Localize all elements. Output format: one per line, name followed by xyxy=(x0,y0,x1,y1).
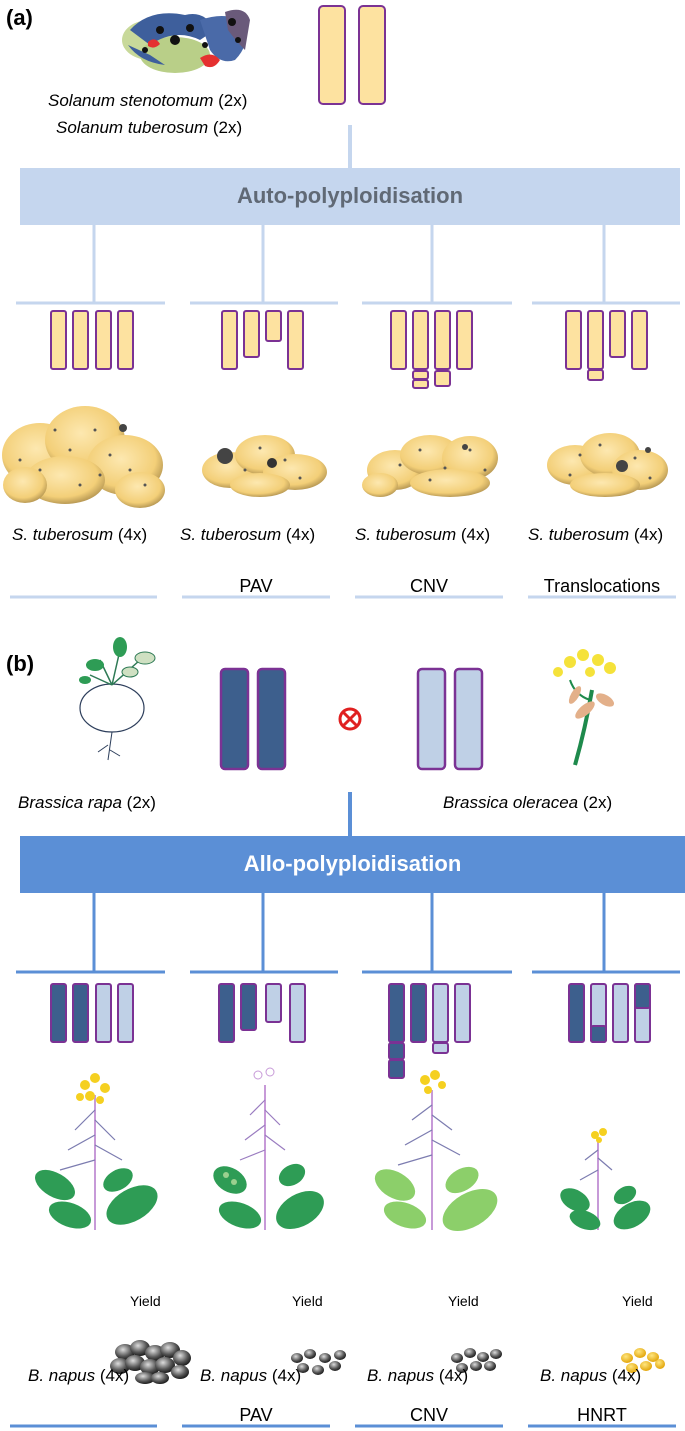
ploidy: (2x) xyxy=(126,793,156,812)
species-name: Brassica oleracea xyxy=(443,793,579,812)
variation-label: CNV xyxy=(409,576,448,596)
species-name: Brassica rapa xyxy=(18,793,122,812)
offspring-label: B. napus (4x) xyxy=(200,1366,301,1386)
variation-label: CNV xyxy=(409,1405,448,1425)
yield-label: Yield xyxy=(622,1293,653,1309)
oleracea-chromosome-pair xyxy=(416,667,484,771)
tetraploid-chromosomes-translocation xyxy=(565,310,648,381)
yield-label: Yield xyxy=(130,1293,161,1309)
ploidy: (4x) xyxy=(117,525,148,544)
offspring-label: B. napus (4x) xyxy=(367,1366,468,1386)
yield-label: Yield xyxy=(448,1293,479,1309)
offspring-label: B. napus (4x) xyxy=(540,1366,641,1386)
ploidy: (4x) xyxy=(460,525,491,544)
offspring-label: B. napus (4x) xyxy=(28,1366,129,1386)
napus-plant-hnrt xyxy=(560,1128,651,1231)
species-name: S. tuberosum xyxy=(355,525,457,544)
tuber-cluster-translocation xyxy=(547,433,668,497)
allo-chromosomes-normal xyxy=(50,983,134,1043)
allo-branch-lines xyxy=(16,893,680,974)
allo-polyploidisation-band xyxy=(20,836,685,893)
ploidy: (4x) xyxy=(611,1366,642,1385)
tuber-cluster-pav xyxy=(202,435,327,497)
parent-species-rapa: Brassica rapa (2x) xyxy=(18,793,156,813)
species-name: S. tuberosum xyxy=(12,525,114,544)
ploidy: (2x) xyxy=(212,118,243,137)
offspring-label: S. tuberosum (4x) xyxy=(180,525,315,545)
allo-chromosomes-pav xyxy=(218,983,306,1043)
tuber-cluster-large xyxy=(2,406,165,508)
allo-chromosomes-hnrt xyxy=(568,983,651,1043)
seed-pile-large xyxy=(110,1340,191,1384)
panel-b-label: (b) xyxy=(6,651,35,676)
parent-species-oleracea: Brassica oleracea (2x) xyxy=(443,793,612,813)
napus-plant-pav xyxy=(213,1067,324,1230)
ploidy: (4x) xyxy=(633,525,664,544)
offspring-label: S. tuberosum (4x) xyxy=(355,525,490,545)
ploidy: (4x) xyxy=(271,1366,302,1385)
species-name: Solanum stenotomum xyxy=(48,91,214,110)
seed-pile-hnrt xyxy=(621,1348,665,1373)
diploid-potato-illustration xyxy=(122,9,250,73)
species-name: B. napus xyxy=(200,1366,268,1385)
napus-plant-normal xyxy=(35,1073,158,1230)
variation-label: PAV xyxy=(239,576,273,596)
napus-plant-cnv xyxy=(374,1070,498,1232)
offspring-label: S. tuberosum (4x) xyxy=(12,525,147,545)
species-name: B. napus xyxy=(28,1366,96,1385)
ploidy: (4x) xyxy=(99,1366,130,1385)
auto-polyploidisation-band xyxy=(20,168,680,225)
diploid-chromosome-pair xyxy=(318,5,386,105)
ploidy: (2x) xyxy=(582,793,613,812)
ploidy: (4x) xyxy=(438,1366,469,1385)
offspring-label: S. tuberosum (4x) xyxy=(528,525,663,545)
seed-pile-cnv xyxy=(451,1348,502,1373)
species-name: Solanum tuberosum xyxy=(56,118,209,137)
species-name: B. napus xyxy=(367,1366,435,1385)
cross-symbol xyxy=(338,707,362,731)
allo-chromosomes-cnv xyxy=(388,983,471,1079)
turnip-illustration xyxy=(79,637,156,761)
auto-branch-lines xyxy=(16,225,680,305)
yield-label: Yield xyxy=(292,1293,323,1309)
species-name: B. napus xyxy=(540,1366,608,1385)
variation-label: Translocations xyxy=(543,576,661,596)
panel-a-label: (a) xyxy=(6,5,33,30)
species-name: S. tuberosum xyxy=(528,525,630,544)
tetraploid-chromosomes-cnv xyxy=(390,310,473,389)
brassica-oleracea-illustration xyxy=(553,649,616,766)
tetraploid-chromosomes-pav xyxy=(221,310,304,370)
variation-label: HNRT xyxy=(577,1405,627,1425)
tuber-cluster-cnv xyxy=(362,435,498,497)
rapa-chromosome-pair xyxy=(219,667,287,771)
seed-pile-pav xyxy=(291,1349,346,1375)
ploidy: (4x) xyxy=(285,525,316,544)
parent-species-1: Solanum stenotomum (2x) xyxy=(48,91,247,111)
ploidy: (2x) xyxy=(218,91,248,110)
chromosome xyxy=(358,5,386,105)
allo-polyploidisation-title: Allo-polyploidisation xyxy=(243,851,462,876)
auto-polyploidisation-title: Auto-polyploidisation xyxy=(236,183,464,208)
chromosome xyxy=(318,5,346,105)
variation-label: PAV xyxy=(239,1405,273,1425)
parent-species-2: Solanum tuberosum (2x) xyxy=(56,118,242,138)
species-name: S. tuberosum xyxy=(180,525,282,544)
tetraploid-chromosomes-normal xyxy=(50,310,134,370)
